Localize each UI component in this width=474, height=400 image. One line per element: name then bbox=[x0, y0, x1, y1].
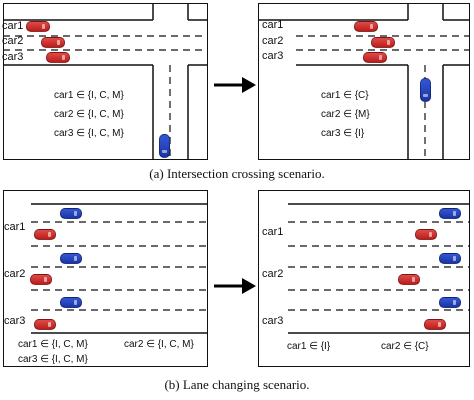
label-car1: car1 bbox=[262, 226, 284, 238]
other-car bbox=[60, 208, 82, 219]
formula-car1: car1 ∈ {I, C, M} bbox=[18, 339, 88, 350]
transition-arrow bbox=[214, 278, 256, 294]
label-car1: car1 bbox=[2, 20, 24, 32]
ego-car-1 bbox=[354, 21, 378, 32]
ego-car-2 bbox=[398, 274, 420, 285]
label-car3: car3 bbox=[2, 51, 24, 63]
label-car2: car2 bbox=[4, 268, 26, 280]
caption-intersection: (a) Intersection crossing scenario. bbox=[149, 166, 325, 181]
label-car2: car2 bbox=[2, 35, 24, 47]
other-car bbox=[420, 78, 431, 102]
ego-car-3 bbox=[424, 319, 446, 330]
label-car1: car1 bbox=[262, 19, 284, 31]
formula-car2: car2 ∈ {M} bbox=[321, 109, 370, 120]
intersection-before-panel: car1 ∈ {I, C, M} car2 ∈ {I, C, M} car3 ∈… bbox=[2, 2, 208, 160]
label-car3: car3 bbox=[262, 315, 284, 327]
label-car3: car3 bbox=[262, 50, 284, 62]
formula-car3: car3 ∈ {I, C, M} bbox=[18, 354, 88, 365]
ego-car-2 bbox=[371, 37, 395, 48]
lane-change-after-panel: car1 ∈ {I} car2 ∈ {C} bbox=[258, 190, 470, 367]
other-car bbox=[60, 253, 82, 264]
intersection-after-roads bbox=[257, 2, 470, 160]
other-car bbox=[439, 297, 461, 308]
caption-lane-change: (b) Lane changing scenario. bbox=[164, 377, 310, 392]
ego-car-3 bbox=[46, 52, 70, 63]
formula-car1: car1 ∈ {C} bbox=[321, 90, 369, 101]
intersection-after-panel: car1 ∈ {C} car2 ∈ {M} car3 ∈ {I} bbox=[257, 2, 470, 160]
label-car1: car1 bbox=[4, 221, 26, 233]
formula-car2: car2 ∈ {I, C, M} bbox=[54, 109, 124, 120]
other-car bbox=[439, 253, 461, 264]
ego-car-1 bbox=[415, 229, 437, 240]
other-car bbox=[439, 208, 461, 219]
label-car2: car2 bbox=[262, 268, 284, 280]
transition-arrow bbox=[214, 77, 256, 93]
lane-change-before-panel: car1 ∈ {I, C, M} car2 ∈ {I, C, M} car3 ∈… bbox=[3, 190, 208, 367]
lane-change-before-roads bbox=[30, 202, 208, 334]
formula-car1: car1 ∈ {I} bbox=[287, 341, 331, 352]
formula-car1: car1 ∈ {I, C, M} bbox=[54, 90, 124, 101]
ego-car-1 bbox=[26, 21, 50, 32]
other-car bbox=[60, 297, 82, 308]
formula-car3: car3 ∈ {I} bbox=[321, 128, 365, 139]
other-car bbox=[159, 134, 170, 158]
ego-car-2 bbox=[41, 37, 65, 48]
formula-car3: car3 ∈ {I, C, M} bbox=[54, 128, 124, 139]
label-car3: car3 bbox=[4, 315, 26, 327]
lane-change-after-roads bbox=[287, 202, 470, 334]
ego-car-1 bbox=[34, 229, 56, 240]
label-car2: car2 bbox=[262, 35, 284, 47]
ego-car-3 bbox=[363, 52, 387, 63]
formula-car2: car2 ∈ {C} bbox=[381, 341, 429, 352]
ego-car-3 bbox=[34, 319, 56, 330]
intersection-before-roads bbox=[2, 2, 208, 160]
ego-car-2 bbox=[30, 274, 52, 285]
formula-car2: car2 ∈ {I, C, M} bbox=[124, 339, 194, 350]
